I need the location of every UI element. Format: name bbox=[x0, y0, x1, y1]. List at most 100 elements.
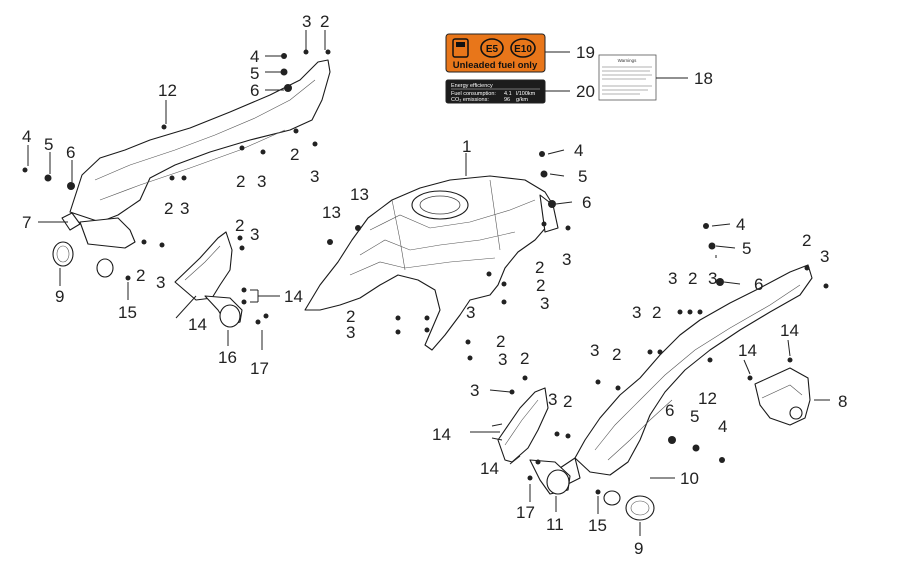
energy-row1-value: 4.1 bbox=[504, 91, 512, 97]
warning-label: Warnings bbox=[598, 54, 657, 101]
energy-row1-label: Fuel consumption: bbox=[451, 91, 496, 97]
fuel-label-text: Unleaded fuel only bbox=[453, 60, 538, 71]
left-frame-cover bbox=[61, 59, 331, 249]
callout-9: 9 bbox=[634, 539, 643, 558]
callout-2: 2 bbox=[536, 276, 545, 295]
callout-10: 10 bbox=[680, 469, 699, 488]
callout-2: 2 bbox=[235, 216, 244, 235]
callout-20: 20 bbox=[576, 82, 595, 101]
right-bracket bbox=[754, 367, 811, 426]
callout-3: 3 bbox=[498, 350, 507, 369]
callout-2: 2 bbox=[535, 258, 544, 277]
callout-6: 6 bbox=[665, 401, 674, 420]
left-grommet bbox=[52, 241, 114, 278]
callout-2: 2 bbox=[136, 266, 145, 285]
callout-2: 2 bbox=[520, 349, 529, 368]
callout-11: 11 bbox=[546, 515, 564, 534]
callout-3: 3 bbox=[708, 269, 717, 288]
callout-6: 6 bbox=[754, 275, 763, 294]
callout-numbers: 19 20 18 1 3 2 4 5 6 12 4 5 6 7 9 2 3 2 … bbox=[22, 12, 847, 558]
callout-3: 3 bbox=[632, 303, 641, 322]
right-mount bbox=[497, 387, 571, 495]
e5-badge bbox=[480, 38, 504, 58]
callout-14: 14 bbox=[188, 315, 207, 334]
left-bracket bbox=[174, 231, 243, 328]
callout-3: 3 bbox=[668, 269, 677, 288]
callout-2: 2 bbox=[164, 199, 173, 218]
e5-text: E5 bbox=[486, 44, 499, 55]
energy-title: Energy efficiency bbox=[451, 83, 493, 89]
callout-2: 2 bbox=[563, 392, 572, 411]
callout-3: 3 bbox=[310, 167, 319, 186]
callout-4: 4 bbox=[718, 417, 727, 436]
warning-text-lines bbox=[602, 66, 652, 95]
callout-15: 15 bbox=[118, 303, 137, 322]
callout-2: 2 bbox=[688, 269, 697, 288]
callout-5: 5 bbox=[742, 239, 751, 258]
fuel-tank bbox=[304, 175, 559, 351]
callout-14: 14 bbox=[284, 287, 303, 306]
callout-18: 18 bbox=[694, 69, 713, 88]
callout-3: 3 bbox=[548, 390, 557, 409]
callout-14: 14 bbox=[780, 321, 799, 340]
callout-3: 3 bbox=[257, 172, 266, 191]
callout-2: 2 bbox=[236, 172, 245, 191]
energy-row2-value: 96 bbox=[504, 97, 510, 103]
callout-3: 3 bbox=[540, 294, 549, 313]
callout-19: 19 bbox=[576, 43, 595, 62]
callout-14: 14 bbox=[480, 459, 499, 478]
callout-5: 5 bbox=[690, 407, 699, 426]
warning-title: Warnings bbox=[618, 58, 638, 63]
callout-2: 2 bbox=[346, 307, 355, 326]
leader-lines bbox=[27, 30, 830, 536]
callout-2: 2 bbox=[496, 332, 505, 351]
fuel-label: E5 E10 Unleaded fuel only bbox=[445, 33, 546, 73]
e10-badge bbox=[510, 38, 536, 58]
callout-4: 4 bbox=[736, 215, 745, 234]
callout-4: 4 bbox=[22, 127, 31, 146]
callout-9: 9 bbox=[55, 287, 64, 306]
callout-2: 2 bbox=[652, 303, 661, 322]
callout-3: 3 bbox=[302, 12, 311, 31]
callout-13: 13 bbox=[350, 185, 369, 204]
callout-12: 12 bbox=[158, 81, 177, 100]
callout-16: 16 bbox=[218, 348, 237, 367]
callout-4: 4 bbox=[250, 47, 259, 66]
callout-5: 5 bbox=[250, 64, 259, 83]
callout-1: 1 bbox=[462, 137, 471, 156]
callout-12: 12 bbox=[698, 389, 717, 408]
callout-17: 17 bbox=[250, 359, 269, 378]
fasteners bbox=[22, 49, 829, 495]
callout-6: 6 bbox=[582, 193, 591, 212]
callout-2: 2 bbox=[612, 345, 621, 364]
energy-row2-label: CO₂ emissions: bbox=[451, 97, 489, 103]
callout-15: 15 bbox=[588, 516, 607, 535]
callout-3: 3 bbox=[180, 199, 189, 218]
callout-5: 5 bbox=[578, 167, 587, 186]
energy-row2-unit: g/km bbox=[516, 97, 528, 103]
callout-8: 8 bbox=[838, 392, 847, 411]
energy-label: Energy efficiency Fuel consumption: 4.1 … bbox=[445, 79, 546, 104]
callout-6: 6 bbox=[250, 81, 259, 100]
callout-2: 2 bbox=[290, 145, 299, 164]
fuel-pump-icon bbox=[452, 38, 469, 58]
callout-3: 3 bbox=[590, 341, 599, 360]
callout-3: 3 bbox=[156, 273, 165, 292]
callout-3: 3 bbox=[346, 323, 355, 342]
callout-3: 3 bbox=[820, 247, 829, 266]
callout-7: 7 bbox=[22, 213, 31, 232]
callout-13: 13 bbox=[322, 203, 341, 222]
right-grommet bbox=[603, 490, 655, 521]
e10-text: E10 bbox=[514, 44, 532, 55]
callout-4: 4 bbox=[574, 141, 583, 160]
callout-2: 2 bbox=[320, 12, 329, 31]
callout-17: 17 bbox=[516, 503, 535, 522]
callout-3: 3 bbox=[466, 303, 475, 322]
callout-14: 14 bbox=[432, 425, 451, 444]
callout-6: 6 bbox=[66, 143, 75, 162]
energy-row1-unit: l/100km bbox=[516, 91, 536, 97]
callout-3: 3 bbox=[470, 381, 479, 400]
callout-3: 3 bbox=[562, 250, 571, 269]
callout-5: 5 bbox=[44, 135, 53, 154]
